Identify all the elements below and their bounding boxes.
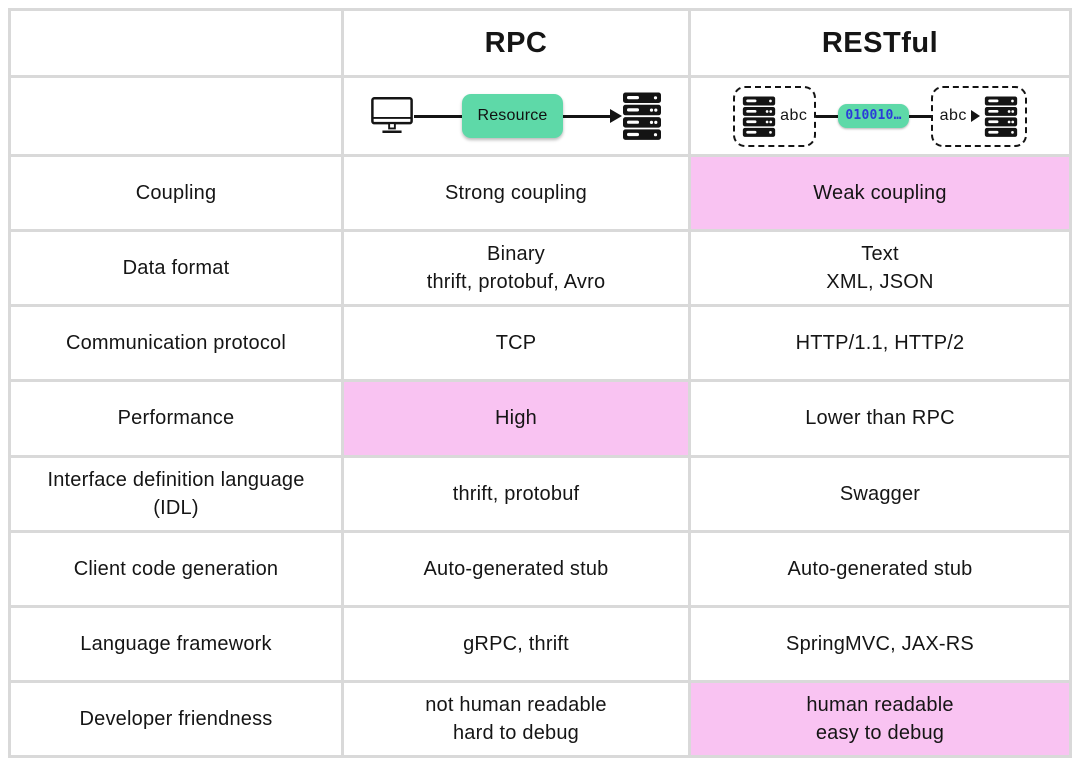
label-line: Developer friendness	[79, 707, 273, 730]
header-restful: RESTful	[691, 11, 1069, 75]
cell-line: Text	[861, 243, 899, 266]
rpc-diagram-cell: Resource	[344, 78, 688, 154]
cell-restful-client-code-generation: Auto-generated stub	[691, 532, 1069, 605]
restful-arrow-line	[908, 114, 931, 118]
cell-line: Swagger	[839, 482, 921, 505]
cell-line: easy to debug	[815, 721, 945, 744]
row-label-client-code-generation: Client code generation	[11, 532, 341, 605]
cell-rpc-coupling: Strong coupling	[344, 157, 688, 230]
label-line: Performance	[117, 407, 235, 430]
label-line: Client code generation	[73, 557, 279, 580]
rpc-arrow-line	[562, 114, 611, 118]
comparison-table: RPC RESTful Resource abc 010010… abc	[8, 8, 1072, 758]
cell-line: High	[495, 407, 537, 430]
cell-line: Weak coupling	[813, 182, 947, 205]
cell-restful-idl: Swagger	[691, 457, 1069, 530]
arrowhead-icon	[970, 110, 980, 122]
row-label-developer-friendness: Developer friendness	[11, 682, 341, 755]
cell-restful-language-framework: SpringMVC, JAX-RS	[691, 607, 1069, 680]
cell-line: thrift, protobuf, Avro	[426, 271, 606, 294]
row-label-language-framework: Language framework	[11, 607, 341, 680]
label-line: (IDL)	[153, 496, 199, 519]
cell-restful-performance: Lower than RPC	[691, 382, 1069, 455]
row-label-data-format: Data format	[11, 232, 341, 305]
cell-line: Lower than RPC	[805, 407, 955, 430]
restful-diagram-cell: abc 010010… abc	[691, 78, 1069, 154]
server-icon	[622, 92, 661, 140]
row-label-idl: Interface definition language (IDL)	[11, 457, 341, 530]
resource-box: Resource	[462, 93, 563, 139]
cell-rpc-language-framework: gRPC, thrift	[344, 607, 688, 680]
header-empty-cell	[11, 11, 341, 75]
cell-rpc-data-format: Binary thrift, protobuf, Avro	[344, 232, 688, 305]
text-payload-label: abc	[939, 106, 967, 124]
cell-line: hard to debug	[452, 721, 580, 744]
cell-rpc-communication-protocol: TCP	[344, 307, 688, 380]
cell-rpc-developer-friendness: not human readable hard to debug	[344, 682, 688, 755]
label-line: Data format	[122, 257, 230, 280]
cell-line: XML, JSON	[826, 271, 934, 294]
server-icon	[742, 96, 776, 137]
cell-line: HTTP/1.1, HTTP/2	[795, 332, 965, 355]
restful-connector-line	[816, 114, 839, 118]
cell-restful-data-format: Text XML, JSON	[691, 232, 1069, 305]
cell-rpc-idl: thrift, protobuf	[344, 457, 688, 530]
row-label-coupling: Coupling	[11, 157, 341, 230]
label-line: Communication protocol	[65, 332, 287, 355]
cell-line: Strong coupling	[445, 182, 587, 205]
client-dashed-box: abc	[733, 85, 817, 147]
cell-line: gRPC, thrift	[463, 632, 569, 655]
cell-line: human readable	[806, 693, 954, 716]
text-payload-label: abc	[780, 106, 808, 124]
cell-line: Binary	[487, 243, 545, 266]
cell-rpc-client-code-generation: Auto-generated stub	[344, 532, 688, 605]
label-line: Coupling	[135, 182, 217, 205]
cell-line: SpringMVC, JAX-RS	[786, 632, 974, 655]
arrowhead-icon	[609, 109, 622, 123]
binary-payload-pill: 010010…	[838, 103, 909, 129]
cell-line: Auto-generated stub	[423, 557, 609, 580]
row-label-communication-protocol: Communication protocol	[11, 307, 341, 380]
label-line: Interface definition language	[47, 468, 305, 491]
cell-line: thrift, protobuf	[452, 482, 580, 505]
cell-line: not human readable	[425, 693, 607, 716]
row-label-performance: Performance	[11, 382, 341, 455]
cell-restful-coupling: Weak coupling	[691, 157, 1069, 230]
label-line: Language framework	[80, 632, 272, 655]
server-icon	[984, 96, 1018, 137]
monitor-icon	[371, 97, 414, 134]
rpc-connector-line	[414, 114, 463, 118]
cell-restful-communication-protocol: HTTP/1.1, HTTP/2	[691, 307, 1069, 380]
diagram-empty-cell	[11, 78, 341, 154]
cell-rpc-performance: High	[344, 382, 688, 455]
cell-restful-developer-friendness: human readable easy to debug	[691, 682, 1069, 755]
header-rpc: RPC	[344, 11, 688, 75]
cell-line: TCP	[495, 332, 537, 355]
server-dashed-box: abc	[930, 85, 1027, 147]
cell-line: Auto-generated stub	[787, 557, 973, 580]
